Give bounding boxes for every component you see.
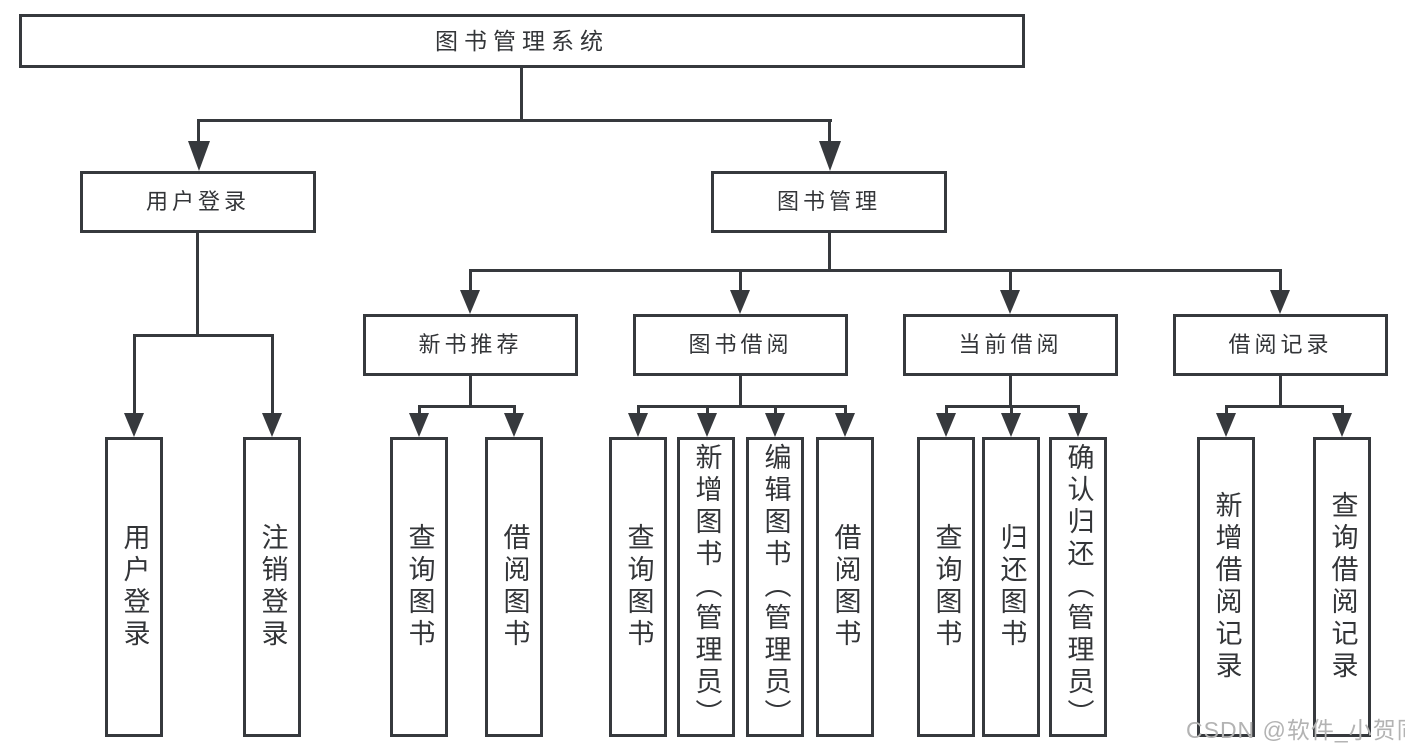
leaf-query-borrow-record: 查询借阅记录 — [1313, 437, 1371, 737]
connector-line-v — [197, 119, 200, 143]
arrowhead — [819, 141, 841, 171]
connector-line-v — [271, 334, 274, 414]
arrowhead — [730, 290, 750, 314]
arrowhead — [188, 141, 210, 171]
connector-line-h — [469, 269, 1281, 272]
connector-line-v — [828, 233, 831, 272]
leaf-query-books-recommend-label: 查询图书 — [404, 523, 435, 651]
connector-line-v — [1341, 405, 1344, 415]
leaf-borrow-books-recommend: 借阅图书 — [485, 437, 543, 737]
arrowhead — [460, 290, 480, 314]
leaf-add-book-admin-label: 新增图书（管理员） — [691, 443, 722, 731]
node-new-book-recommendation-label: 新书推荐 — [418, 332, 523, 357]
leaf-return-book: 归还图书 — [982, 437, 1040, 737]
node-user-login: 用户登录 — [80, 171, 316, 233]
node-current-borrowing: 当前借阅 — [903, 314, 1118, 376]
leaf-user-login: 用户登录 — [105, 437, 163, 737]
node-new-book-recommendation: 新书推荐 — [363, 314, 578, 376]
arrowhead — [262, 413, 282, 437]
leaf-confirm-return-admin-label: 确认归还（管理员） — [1063, 443, 1094, 731]
leaf-query-books-recommend: 查询图书 — [390, 437, 448, 737]
connector-line-v — [739, 376, 742, 408]
arrowhead — [1216, 413, 1236, 437]
node-library-system: 图书管理系统 — [19, 14, 1025, 68]
node-current-borrowing-label: 当前借阅 — [958, 332, 1063, 357]
connector-line-v — [774, 405, 777, 415]
connector-line-h — [197, 119, 832, 122]
connector-line-v — [637, 405, 640, 415]
connector-line-v — [1009, 269, 1012, 293]
connector-line-v — [844, 405, 847, 415]
connector-line-v — [1225, 405, 1228, 415]
node-book-borrowing: 图书借阅 — [633, 314, 848, 376]
connector-line-v — [1010, 405, 1013, 415]
arrowhead — [765, 413, 785, 437]
arrowhead — [504, 413, 524, 437]
connector-line-v — [1279, 376, 1282, 408]
leaf-borrow-books-borrowing-label: 借阅图书 — [830, 523, 861, 651]
connector-line-v — [945, 405, 948, 415]
connector-line-v — [469, 269, 472, 293]
connector-line-h — [1225, 405, 1343, 408]
leaf-query-books-borrowing: 查询图书 — [609, 437, 667, 737]
connector-line-v — [520, 68, 523, 121]
connector-line-h — [418, 405, 516, 408]
arrowhead — [697, 413, 717, 437]
leaf-confirm-return-admin: 确认归还（管理员） — [1049, 437, 1107, 737]
arrowhead — [1332, 413, 1352, 437]
leaf-borrow-books-recommend-label: 借阅图书 — [499, 523, 530, 651]
leaf-add-borrow-record-label: 新增借阅记录 — [1211, 491, 1242, 683]
node-book-management-label: 图书管理 — [776, 189, 881, 214]
arrowhead — [835, 413, 855, 437]
node-borrowing-records-label: 借阅记录 — [1228, 332, 1333, 357]
node-book-borrowing-label: 图书借阅 — [688, 332, 793, 357]
node-user-login-label: 用户登录 — [145, 189, 250, 214]
arrowhead — [1000, 290, 1020, 314]
leaf-add-book-admin: 新增图书（管理员） — [677, 437, 735, 737]
leaf-add-borrow-record: 新增借阅记录 — [1197, 437, 1255, 737]
node-borrowing-records: 借阅记录 — [1173, 314, 1388, 376]
connector-line-v — [469, 376, 472, 408]
leaf-edit-book-admin: 编辑图书（管理员） — [746, 437, 804, 737]
connector-line-v — [706, 405, 709, 415]
leaf-edit-book-admin-label: 编辑图书（管理员） — [760, 443, 791, 731]
node-book-management: 图书管理 — [711, 171, 947, 233]
arrowhead — [936, 413, 956, 437]
leaf-return-book-label: 归还图书 — [996, 523, 1027, 651]
connector-line-v — [1077, 405, 1080, 415]
arrowhead — [1001, 413, 1021, 437]
arrowhead — [124, 413, 144, 437]
connector-line-v — [418, 405, 421, 415]
leaf-query-books-current: 查询图书 — [917, 437, 975, 737]
leaf-borrow-books-borrowing: 借阅图书 — [816, 437, 874, 737]
connector-line-h — [637, 405, 846, 408]
leaf-query-borrow-record-label: 查询借阅记录 — [1327, 491, 1358, 683]
watermark: CSDN @软件_小贺同学 — [1186, 717, 1405, 743]
arrowhead — [628, 413, 648, 437]
node-library-system-label: 图书管理系统 — [435, 27, 609, 54]
connector-line-v — [1279, 269, 1282, 293]
arrowhead — [1270, 290, 1290, 314]
connector-line-v — [196, 233, 199, 337]
connector-line-v — [513, 405, 516, 415]
connector-line-h — [133, 334, 274, 337]
connector-line-v — [739, 269, 742, 293]
leaf-logout-login: 注销登录 — [243, 437, 301, 737]
connector-line-v — [133, 334, 136, 414]
leaf-query-books-current-label: 查询图书 — [931, 523, 962, 651]
connector-line-v — [1009, 376, 1012, 408]
arrowhead — [409, 413, 429, 437]
leaf-logout-login-label: 注销登录 — [257, 523, 288, 651]
arrowhead — [1068, 413, 1088, 437]
leaf-query-books-borrowing-label: 查询图书 — [623, 523, 654, 651]
connector-line-v — [828, 119, 831, 143]
leaf-user-login-label: 用户登录 — [119, 523, 150, 651]
